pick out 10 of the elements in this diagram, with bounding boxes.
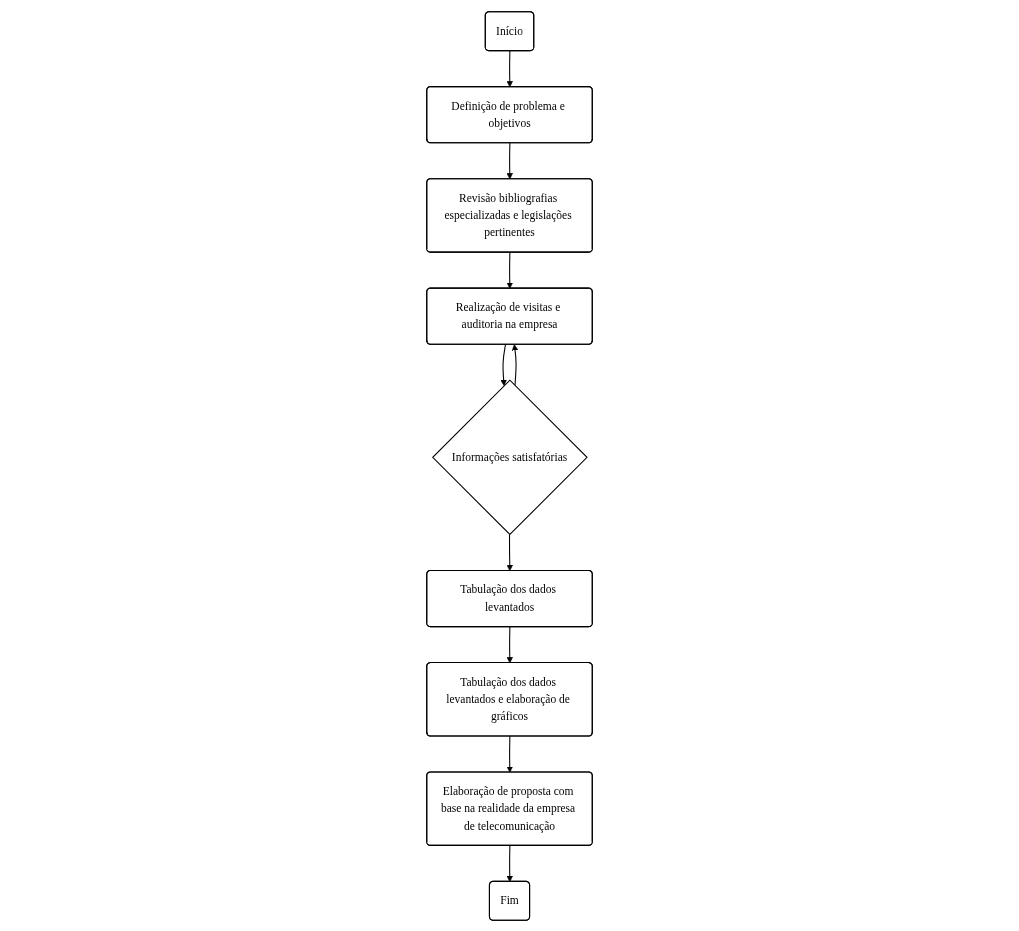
arrow [506,625,513,663]
arrow [506,49,513,87]
arrow [506,735,513,773]
arrow [506,251,513,289]
node-diamond: Informações satisfatórias [431,378,588,535]
arrow [511,343,519,386]
arrow [506,142,513,179]
arrow [506,844,513,882]
arrow [506,533,513,571]
arrow [500,343,507,386]
